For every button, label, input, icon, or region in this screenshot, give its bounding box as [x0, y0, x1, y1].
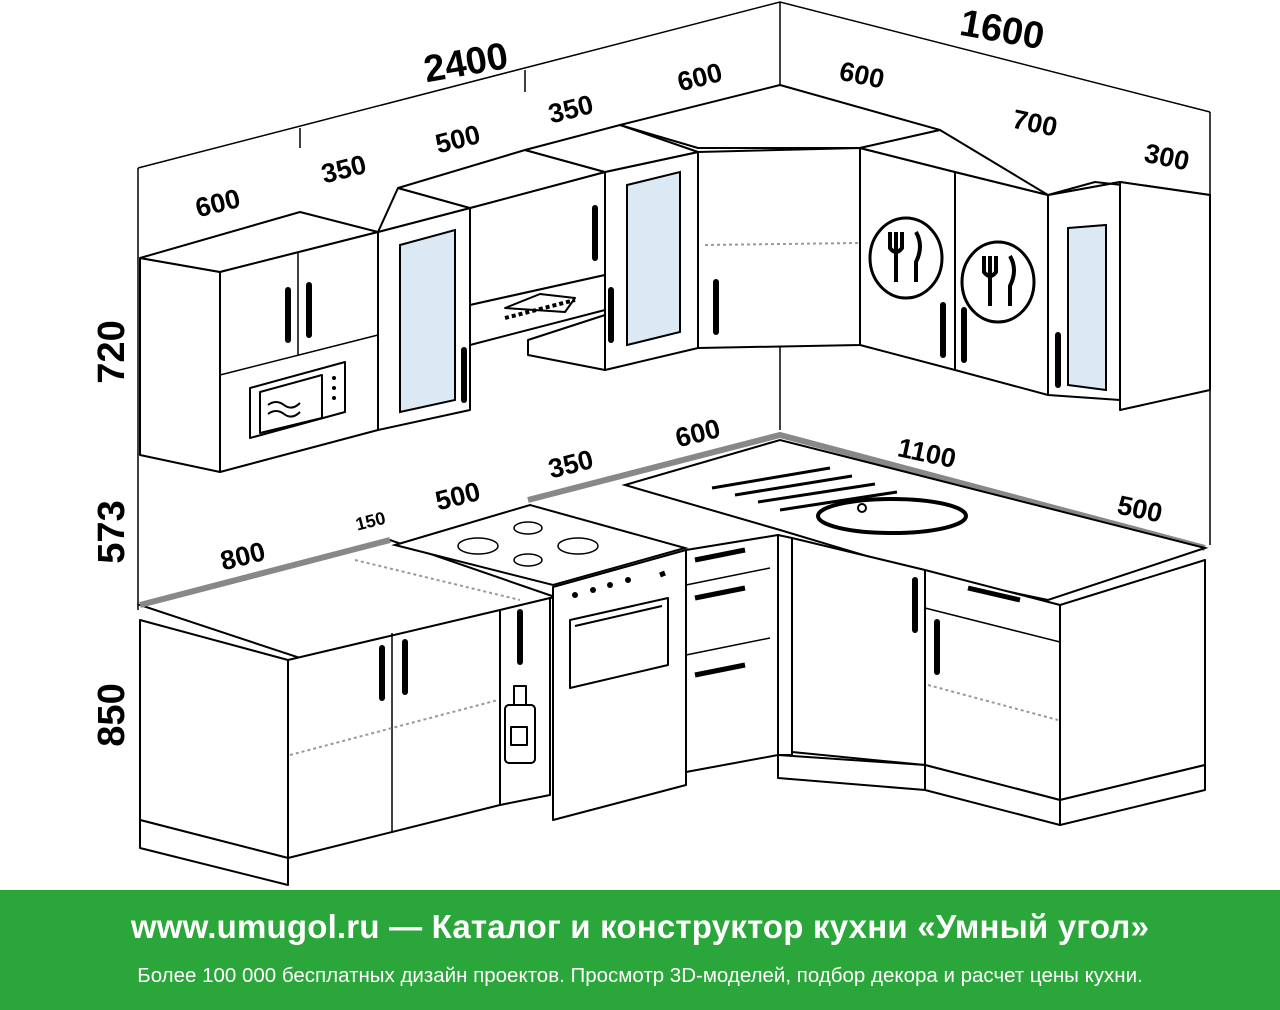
dim-upper-left-2: 350	[318, 149, 369, 189]
sink-icon	[816, 497, 968, 535]
bottle-cabinet	[499, 597, 551, 806]
dim-height-middle: 573	[91, 500, 133, 563]
dim-upper-left-3: 500	[432, 119, 483, 159]
dim-height-upper: 720	[91, 320, 133, 383]
bottle-icon	[504, 685, 536, 764]
drawer-cabinet	[685, 534, 779, 773]
lower-corner-cabinet	[777, 534, 926, 791]
dim-lower-left-2: 150	[354, 508, 388, 535]
kitchen-diagram: 2400 1600 600 350 500 350 600 600 700 30…	[91, 1, 1211, 886]
upper-cabinet-glass-3	[1047, 181, 1211, 411]
walls	[137, 1, 1211, 610]
upper-cabinet-glass-2	[524, 124, 699, 371]
worktop-right	[621, 438, 1209, 602]
dim-lower-left-5: 600	[672, 413, 723, 453]
dim-upper-right-2: 700	[1010, 104, 1060, 143]
oven	[552, 549, 687, 821]
dim-lower-right-2: 500	[1115, 490, 1165, 529]
upper-cabinets-right	[859, 129, 1049, 396]
dim-upper-total-left: 2400	[421, 35, 512, 91]
upper-cabinet-microwave	[139, 211, 379, 473]
dim-upper-left-4: 350	[545, 89, 596, 129]
dim-upper-right-3: 300	[1142, 138, 1192, 177]
dim-upper-total-right: 1600	[957, 2, 1048, 58]
dim-height-lower: 850	[91, 683, 133, 746]
dim-upper-left-1: 600	[192, 183, 243, 223]
footer-banner: www.umugol.ru — Каталог и конструктор ку…	[0, 890, 1280, 1010]
dim-lower-left-4: 350	[545, 444, 596, 484]
cutlery-plate-icon	[960, 240, 1036, 324]
microwave-icon	[249, 361, 346, 439]
dim-lower-left-1: 800	[217, 536, 268, 576]
footer-subline: Более 100 000 бесплатных дизайн проектов…	[137, 964, 1143, 987]
lower-cabinet-left	[139, 609, 501, 886]
lower-cabinet-right	[924, 559, 1206, 826]
upper-corner-cabinet	[619, 84, 941, 349]
range-hood	[397, 149, 606, 371]
footer-headline[interactable]: www.umugol.ru — Каталог и конструктор ку…	[130, 908, 1150, 945]
dim-upper-left-5: 600	[674, 57, 725, 97]
dim-upper-right-1: 600	[837, 56, 887, 95]
upper-cabinet-glass-1	[377, 187, 471, 431]
cutlery-plate-icon	[868, 216, 944, 300]
dim-lower-left-3: 500	[432, 476, 483, 516]
hob	[391, 503, 689, 587]
